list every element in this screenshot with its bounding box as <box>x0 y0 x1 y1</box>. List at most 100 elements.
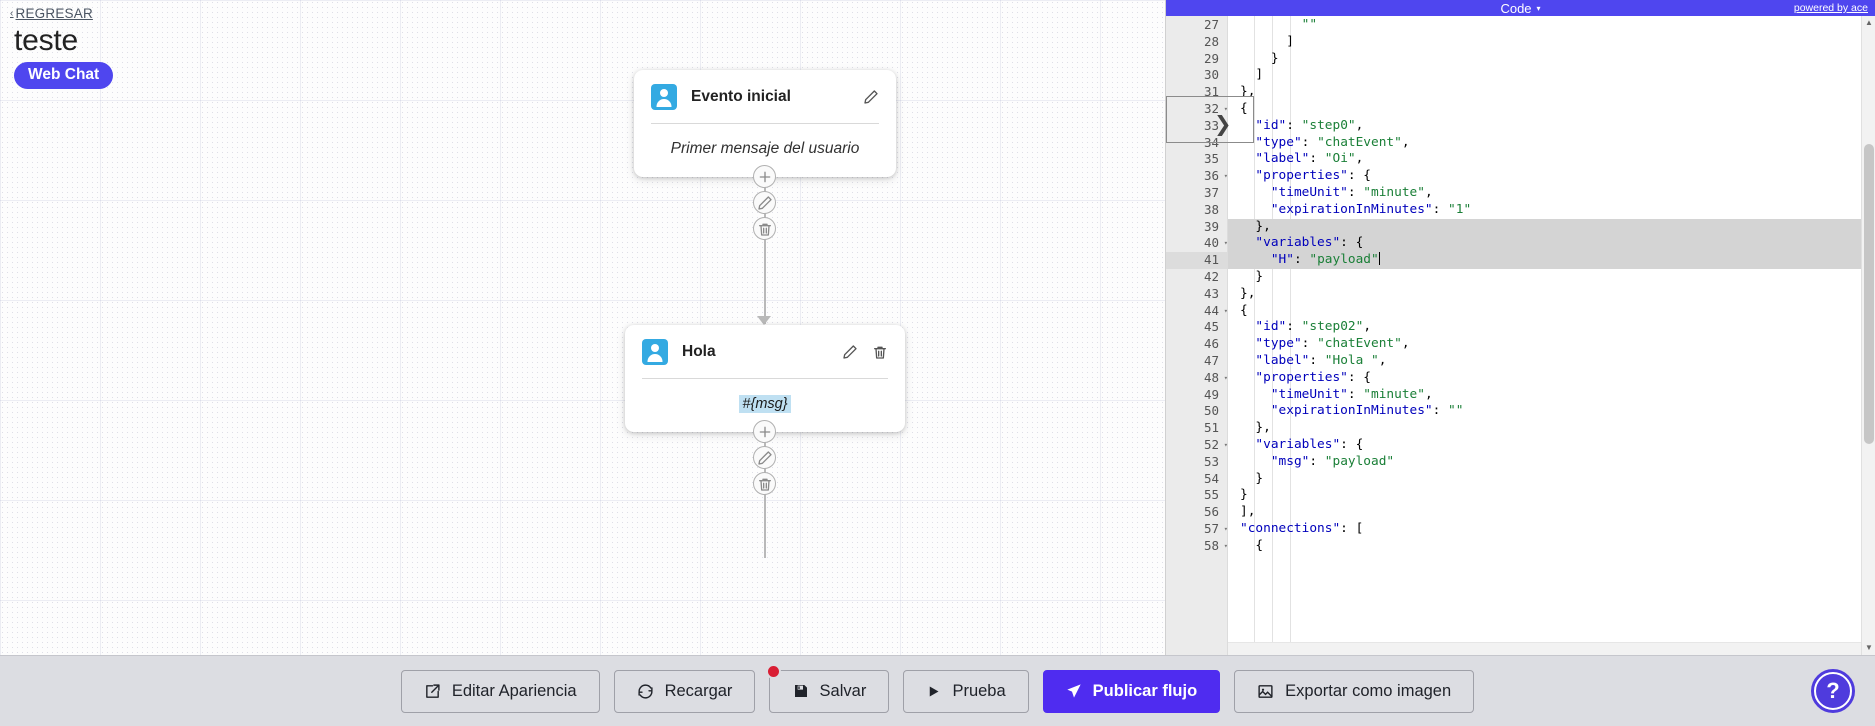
gutter-line-number[interactable]: 53 <box>1203 453 1219 469</box>
code-line[interactable]: } <box>1240 487 1248 503</box>
fold-toggle-icon[interactable]: ▾ <box>1223 373 1228 382</box>
gutter-line-number[interactable]: 58▾ <box>1203 537 1228 553</box>
code-line[interactable]: "H": "payload" <box>1228 252 1875 269</box>
flow-node-evento-inicial[interactable]: Evento inicial Primer mensaje del usuari… <box>634 70 896 177</box>
gutter-line-number[interactable]: 57▾ <box>1203 520 1228 536</box>
edit-node-button[interactable] <box>753 191 776 214</box>
editor-vertical-scrollbar[interactable]: ▲ ▼ <box>1861 16 1875 655</box>
fold-toggle-icon[interactable]: ▾ <box>1223 104 1228 113</box>
code-line[interactable]: } <box>1240 268 1264 284</box>
pencil-icon[interactable] <box>863 89 879 105</box>
gutter-line-number[interactable]: 29 <box>1203 50 1219 66</box>
code-line[interactable]: "label": "Oi", <box>1255 151 1364 167</box>
gutter-line-number[interactable]: 32▾ <box>1203 100 1228 116</box>
toolbar-button-editar-apariencia[interactable]: Editar Apariencia <box>400 669 600 713</box>
code-line[interactable]: } <box>1240 470 1264 486</box>
trash-icon[interactable] <box>872 344 888 360</box>
code-line[interactable]: "type": "chatEvent", <box>1255 336 1410 352</box>
code-line[interactable]: "variables": { <box>1255 436 1364 452</box>
gutter-line-number[interactable]: 41 <box>1166 252 1227 269</box>
gutter-line-number[interactable]: 44▾ <box>1203 302 1228 318</box>
gutter-line-number[interactable]: 56 <box>1203 504 1219 520</box>
fold-toggle-icon[interactable]: ▾ <box>1223 239 1228 248</box>
code-panel-title-dropdown[interactable]: Code ▾ <box>1500 1 1540 16</box>
gutter-line-number[interactable]: 36▾ <box>1203 168 1228 184</box>
help-button[interactable]: ? <box>1811 669 1855 713</box>
gutter-line-number[interactable]: 51 <box>1203 420 1219 436</box>
edit-node-button[interactable] <box>753 446 776 469</box>
gutter-line-number[interactable]: 35 <box>1203 151 1219 167</box>
code-line[interactable]: "id": "step02", <box>1255 319 1372 335</box>
gutter-line-number[interactable]: 46 <box>1203 336 1219 352</box>
scrollbar-thumb[interactable] <box>1864 144 1874 444</box>
code-line[interactable]: { <box>1240 537 1264 553</box>
toolbar-button-publicar-flujo[interactable]: Publicar flujo <box>1042 669 1221 713</box>
gutter-line-number[interactable]: 45 <box>1203 319 1219 335</box>
gutter-line-number[interactable]: 27 <box>1203 17 1219 32</box>
gutter-line-number[interactable]: 52▾ <box>1203 436 1228 452</box>
add-node-button[interactable] <box>753 420 776 443</box>
gutter-line-number[interactable]: 28 <box>1203 33 1219 49</box>
code-line[interactable]: }, <box>1240 285 1256 301</box>
gutter-line-number[interactable]: 49 <box>1203 386 1219 402</box>
flow-node-hola[interactable]: Hola #{msg} <box>625 325 905 432</box>
toolbar-button-prueba[interactable]: Prueba <box>903 669 1029 713</box>
toolbar-button-recargar[interactable]: Recargar <box>613 669 756 713</box>
code-line[interactable]: "connections": [ <box>1240 520 1364 536</box>
code-line[interactable]: "properties": { <box>1255 168 1371 184</box>
fold-toggle-icon[interactable]: ▾ <box>1223 306 1228 315</box>
delete-node-button[interactable] <box>753 472 776 495</box>
code-line[interactable]: "expirationInMinutes": "" <box>1270 403 1464 419</box>
back-link[interactable]: ‹ REGRESAR <box>10 6 93 21</box>
gutter-line-number[interactable]: 31 <box>1203 84 1219 100</box>
gutter-line-number[interactable]: 40▾ <box>1203 235 1228 251</box>
toolbar-button-exportar-como-imagen[interactable]: Exportar como imagen <box>1234 669 1475 713</box>
add-node-button[interactable] <box>753 165 776 188</box>
gutter-line-number[interactable]: 50 <box>1203 403 1219 419</box>
code-line[interactable]: "" <box>1301 17 1318 32</box>
scroll-up-arrow-icon[interactable]: ▲ <box>1865 18 1873 27</box>
code-line[interactable]: ] <box>1240 67 1264 83</box>
code-line[interactable]: { <box>1240 100 1248 116</box>
gutter-line-number[interactable]: 37 <box>1203 184 1219 200</box>
code-line[interactable]: "msg": "payload" <box>1270 453 1395 469</box>
flow-canvas[interactable]: ‹ REGRESAR teste Web Chat Evento inicial… <box>0 0 1165 655</box>
gutter-line-number[interactable]: 42 <box>1203 268 1219 284</box>
powered-by-link[interactable]: powered by ace <box>1793 2 1868 14</box>
scroll-down-arrow-icon[interactable]: ▼ <box>1865 643 1873 652</box>
fold-arrow-icon[interactable]: ❯ <box>1214 112 1232 136</box>
editor-horizontal-scrollbar[interactable] <box>1228 642 1861 655</box>
code-line[interactable]: { <box>1240 302 1248 318</box>
code-line[interactable]: ] <box>1240 33 1294 49</box>
delete-node-button[interactable] <box>753 217 776 240</box>
gutter-line-number[interactable]: 55 <box>1203 487 1219 503</box>
gutter-line-number[interactable]: 33 <box>1203 117 1219 133</box>
code-line[interactable]: "timeUnit": "minute", <box>1270 184 1433 200</box>
editor-code-area[interactable]: "" ] } ]},{ "id": "step0", "type": "chat… <box>1228 16 1875 655</box>
fold-toggle-icon[interactable]: ▾ <box>1223 440 1228 449</box>
gutter-line-number[interactable]: 34 <box>1203 134 1219 150</box>
code-line[interactable]: ], <box>1240 504 1256 520</box>
fold-toggle-icon[interactable]: ▾ <box>1223 524 1228 533</box>
gutter-line-number[interactable]: 48▾ <box>1203 369 1228 385</box>
gutter-line-number[interactable]: 47 <box>1203 352 1219 368</box>
gutter-line-number[interactable]: 38 <box>1203 201 1219 217</box>
code-line[interactable]: "properties": { <box>1255 369 1371 385</box>
code-line[interactable]: "expirationInMinutes": "1" <box>1270 201 1472 217</box>
fold-toggle-icon[interactable]: ▾ <box>1223 541 1228 550</box>
code-line[interactable]: } <box>1240 50 1279 66</box>
code-line[interactable]: }, <box>1240 420 1271 436</box>
code-line[interactable]: "label": "Hola ", <box>1255 352 1387 368</box>
code-line[interactable]: "timeUnit": "minute", <box>1270 386 1433 402</box>
code-line[interactable]: }, <box>1240 84 1256 100</box>
code-line[interactable]: "variables": { <box>1228 235 1875 253</box>
pencil-icon[interactable] <box>842 344 858 360</box>
code-line[interactable]: "id": "step0", <box>1255 117 1364 133</box>
gutter-line-number[interactable]: 39 <box>1203 218 1219 234</box>
toolbar-button-salvar[interactable]: Salvar <box>766 663 890 713</box>
gutter-line-number[interactable]: 54 <box>1203 470 1219 486</box>
code-line[interactable]: "type": "chatEvent", <box>1255 134 1410 150</box>
gutter-line-number[interactable]: 30 <box>1203 67 1219 83</box>
